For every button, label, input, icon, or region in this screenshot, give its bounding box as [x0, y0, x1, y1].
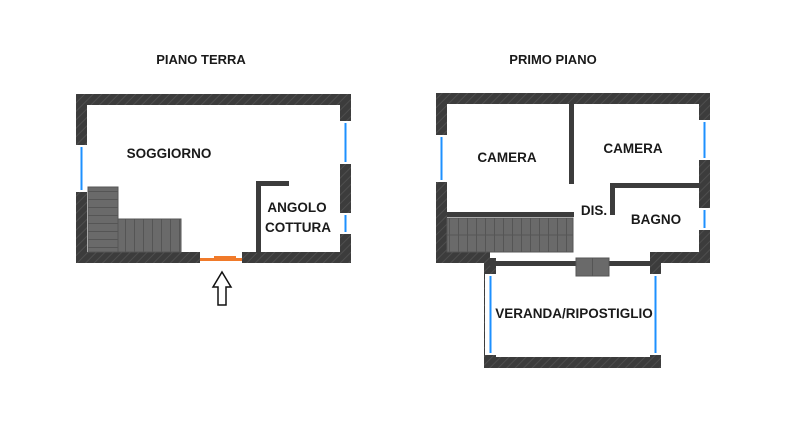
wall	[436, 93, 710, 104]
partition-wall	[610, 183, 615, 215]
veranda-door	[575, 257, 610, 277]
staircase	[117, 218, 182, 253]
wall	[340, 94, 351, 263]
window	[650, 274, 661, 355]
entrance-door	[200, 252, 242, 263]
partition-wall	[490, 261, 650, 266]
wall	[699, 93, 710, 263]
room-label-bagno: BAGNO	[631, 212, 681, 227]
staircase	[87, 186, 119, 253]
ground-floor-title: PIANO TERRA	[156, 52, 246, 67]
room-label-angolo: ANGOLO	[267, 200, 326, 215]
room-label-cottura: COTTURA	[265, 220, 331, 235]
window	[485, 274, 496, 355]
wall	[76, 94, 351, 105]
up-arrow-icon	[211, 270, 233, 306]
window	[699, 120, 710, 160]
wall	[484, 357, 661, 368]
room-label-camera-1: CAMERA	[477, 150, 536, 165]
first-floor-plan: CAMERA CAMERA DIS. BAGNO VERANDA/RIPOSTI…	[436, 93, 710, 368]
window	[340, 213, 351, 234]
wall	[436, 252, 490, 263]
window	[436, 135, 447, 182]
partition-wall	[610, 183, 700, 188]
partition-wall	[256, 181, 289, 186]
partition-wall	[256, 181, 261, 253]
first-floor-title: PRIMO PIANO	[509, 52, 596, 67]
partition-wall	[569, 104, 574, 184]
room-label-soggiorno: SOGGIORNO	[127, 146, 212, 161]
window	[76, 145, 87, 192]
room-label-camera-2: CAMERA	[603, 141, 662, 156]
window	[699, 208, 710, 230]
wall	[650, 252, 710, 263]
ground-floor-plan: SOGGIORNO ANGOLO COTTURA	[76, 94, 351, 306]
window	[340, 121, 351, 164]
room-label-dis: DIS.	[581, 203, 607, 218]
partition-wall	[447, 212, 574, 217]
room-label-veranda: VERANDA/RIPOSTIGLIO	[495, 306, 653, 321]
